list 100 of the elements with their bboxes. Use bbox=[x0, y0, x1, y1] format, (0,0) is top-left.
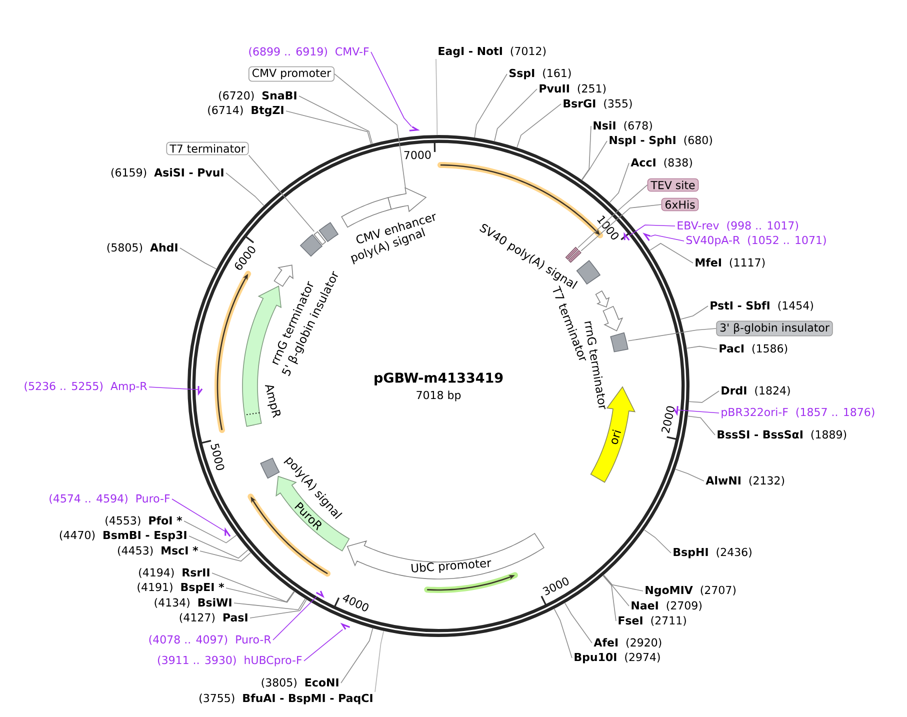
primer-mark bbox=[340, 622, 350, 630]
leader-line bbox=[340, 628, 374, 684]
primer-label: (6899 .. 6919) CMV-F bbox=[249, 47, 369, 57]
site-label: BssSI - BssSαI (1889) bbox=[718, 430, 846, 440]
site-label: BsrGI (355) bbox=[564, 99, 632, 109]
leader-line bbox=[675, 468, 704, 482]
feature-tag: 3' β-globin insulator bbox=[716, 320, 833, 336]
leader-line bbox=[226, 588, 295, 603]
leader-line bbox=[687, 416, 716, 436]
site-label: (3805) EcoNI bbox=[262, 678, 338, 688]
site-label: FseI (2711) bbox=[618, 616, 686, 626]
site-label: (4127) PasI bbox=[180, 613, 248, 623]
site-label: (4191) BspEI * bbox=[138, 582, 224, 594]
feature-tag: T7 terminator bbox=[166, 142, 249, 156]
primer-mark bbox=[624, 232, 630, 241]
leader-line bbox=[688, 390, 720, 403]
leader-line bbox=[212, 572, 294, 602]
leader-line bbox=[298, 96, 373, 144]
site-label: NgoMIV (2707) bbox=[646, 586, 736, 596]
primer-mark bbox=[316, 590, 324, 598]
leader-line bbox=[581, 126, 592, 180]
leader-line bbox=[578, 184, 648, 248]
leader-line bbox=[272, 596, 318, 640]
site-label: (4553) PfoI * bbox=[106, 516, 182, 526]
leader-line bbox=[609, 162, 630, 203]
site-label: (5805) AhdI bbox=[107, 243, 178, 253]
feature-label: AmpR bbox=[264, 385, 280, 418]
site-label: AccI (838) bbox=[630, 158, 692, 168]
site-label: NspI - SphI (680) bbox=[610, 136, 712, 146]
leader-line bbox=[564, 602, 592, 644]
primer-label: EBV-rev (998 .. 1017) bbox=[678, 221, 798, 231]
leader-line bbox=[554, 608, 572, 658]
primer-mark bbox=[673, 406, 678, 416]
leader-line bbox=[628, 224, 676, 236]
leader-line bbox=[370, 52, 412, 128]
leader-line bbox=[184, 520, 237, 544]
feature-box bbox=[610, 332, 628, 352]
leader-line bbox=[374, 630, 384, 692]
sequence-length: 7018 bp bbox=[416, 390, 461, 402]
leader-line bbox=[304, 629, 344, 662]
leader-line bbox=[516, 104, 562, 148]
feature-block bbox=[388, 187, 427, 212]
site-label: DrdI (1824) bbox=[722, 386, 790, 396]
primer-mark bbox=[224, 527, 231, 537]
site-label: PacI (1586) bbox=[720, 344, 788, 354]
tick-label: 4000 bbox=[342, 594, 368, 612]
primer-label: (4574 .. 4594) Puro-F bbox=[50, 494, 170, 504]
leader-line bbox=[680, 306, 708, 320]
primer-label: pBR322ori-F (1857 .. 1876) bbox=[722, 408, 874, 418]
leader-line bbox=[200, 550, 251, 562]
leader-line bbox=[677, 410, 720, 414]
leader-line bbox=[650, 234, 684, 242]
leader-line bbox=[628, 328, 717, 342]
tick-label: 5000 bbox=[210, 444, 224, 470]
primer-label: (5236 .. 5255) Amp-R bbox=[24, 382, 147, 392]
leader-line bbox=[172, 498, 226, 532]
site-label: (4470) BsmBI - Esp3I bbox=[60, 530, 186, 542]
feature-label: rrnG terminator bbox=[584, 321, 606, 410]
site-label: (6159) AsiSI - PvuI bbox=[111, 168, 224, 178]
site-label: Bpu10I (2974) bbox=[574, 652, 660, 664]
site-label: AlwNI (2132) bbox=[706, 476, 784, 486]
site-label: BspHI (2436) bbox=[674, 548, 752, 558]
leader-line bbox=[603, 575, 630, 606]
feature-label: UbC promoter bbox=[411, 560, 492, 573]
leader-line bbox=[188, 536, 248, 559]
leader-line bbox=[148, 386, 199, 390]
leader-line bbox=[436, 58, 438, 136]
leader-line bbox=[580, 204, 662, 252]
leader-line bbox=[234, 598, 306, 610]
map-title: pGBW-m4133419 bbox=[374, 372, 503, 386]
leader-line bbox=[474, 74, 508, 138]
site-label: EagI - NotI (7012) bbox=[438, 46, 546, 58]
site-label: SspI (161) bbox=[510, 68, 571, 80]
leader-line bbox=[602, 575, 616, 622]
site-label: (4194) RsrII bbox=[139, 568, 210, 578]
tick-label: 3000 bbox=[542, 577, 569, 596]
site-label: PstI - SbfI (1454) bbox=[710, 301, 813, 311]
leader-line bbox=[248, 154, 315, 232]
site-label: (6720) SnaBI bbox=[219, 91, 296, 101]
primer-label: (4078 .. 4097) Puro-R bbox=[149, 635, 271, 645]
feature-tag: 6xHis bbox=[661, 198, 699, 212]
leader-line bbox=[286, 110, 372, 144]
site-label: PvuII (251) bbox=[540, 84, 606, 94]
feature-tag: TEV site bbox=[647, 178, 699, 192]
site-label: (4134) BsiWI bbox=[154, 598, 232, 608]
primer-mark bbox=[642, 232, 651, 242]
site-label: (4453) MscI * bbox=[118, 546, 198, 556]
primer-label: SV40pA-R (1052 .. 1071) bbox=[686, 236, 826, 246]
leader-line bbox=[334, 74, 406, 188]
site-label: NaeI (2709) bbox=[632, 601, 702, 611]
leader-line bbox=[582, 140, 608, 180]
feature-label: ori bbox=[612, 430, 621, 444]
leader-line bbox=[250, 599, 307, 618]
primer-label: (3911 .. 3930) hUBCpro-F bbox=[158, 656, 302, 666]
site-label: (3755) BfuAI - BspMI - PaqCI bbox=[200, 694, 372, 704]
site-label: MfeI (1117) bbox=[696, 258, 765, 268]
site-label: NsiI (678) bbox=[594, 121, 652, 131]
site-label: AfeI (2920) bbox=[594, 638, 662, 648]
leader-line bbox=[686, 346, 718, 350]
leader-line bbox=[649, 242, 694, 264]
